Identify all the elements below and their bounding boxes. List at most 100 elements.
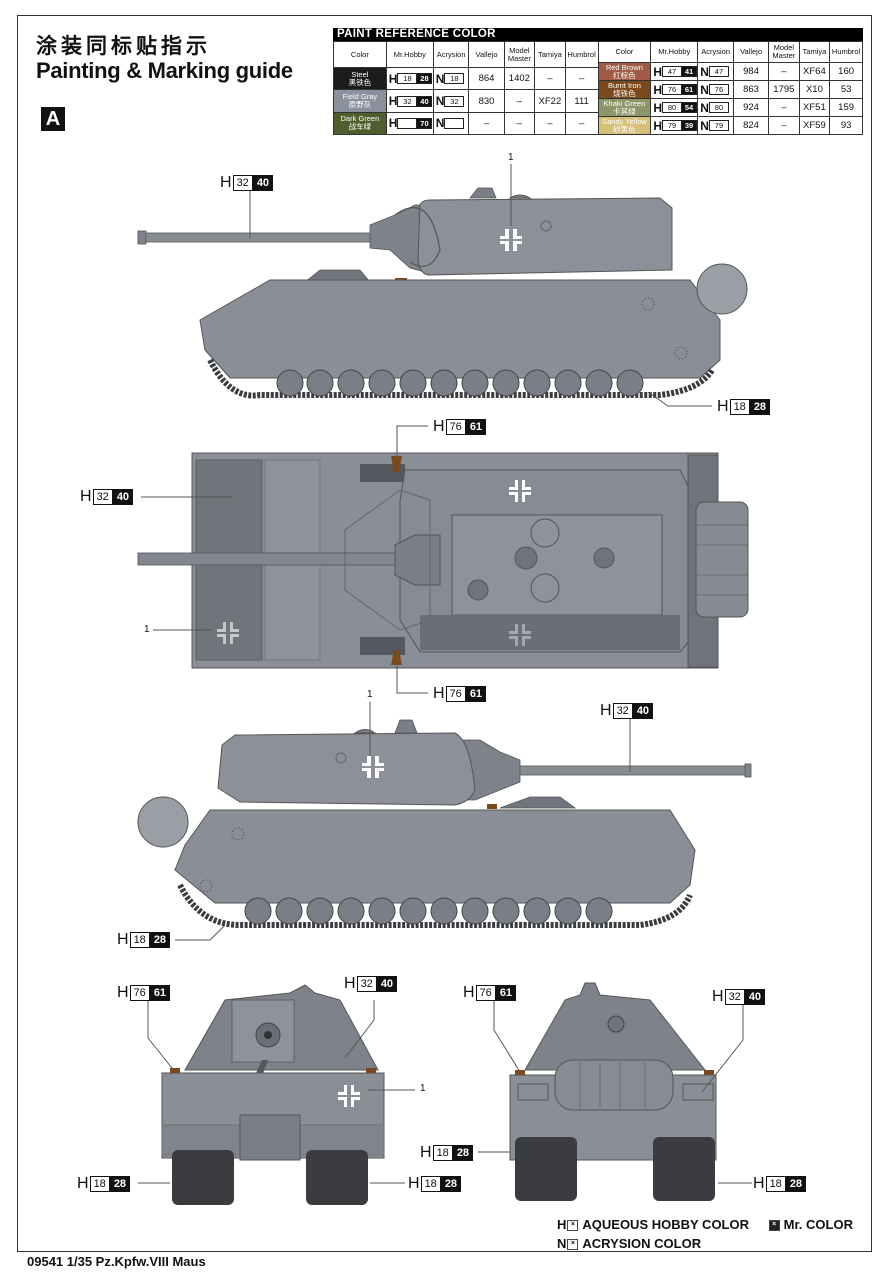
acrysion-code: 47 — [708, 66, 729, 77]
color-name: Dark Green — [340, 114, 380, 124]
color-name-cn: 原野灰 — [348, 100, 372, 109]
legend-acrysion: ACRYSION COLOR — [582, 1236, 702, 1251]
color-name: Red Brown — [605, 62, 643, 72]
h-prefix: H — [220, 174, 232, 191]
mr-color-code: 54 — [680, 102, 697, 113]
acrysion-code — [444, 117, 465, 129]
color-name-cn: 砂黄色 — [613, 124, 636, 134]
h-prefix: H — [117, 984, 129, 1001]
side-view-right-illustration — [137, 702, 752, 941]
col-humbrol: Humbrol — [564, 40, 599, 69]
col-humbrol: Humbrol — [829, 41, 863, 63]
title-chinese: 涂装同标贴指示 — [36, 34, 211, 58]
mr-color-code: 40 — [252, 175, 274, 191]
acrysion-code: 80 — [708, 102, 729, 113]
col-model-master: Model Master — [503, 40, 536, 69]
callout-front-track-right: H 18 28 — [408, 1175, 462, 1193]
acrysion-code: 79 — [708, 120, 729, 131]
acrysion-code: 32 — [444, 95, 465, 107]
h-prefix: H — [117, 931, 129, 948]
humbrol-cell: 93 — [829, 116, 863, 135]
h-prefix: H — [344, 975, 356, 992]
top-view-illustration — [137, 425, 749, 694]
h-prefix: H — [80, 488, 92, 505]
h-prefix: H — [717, 398, 729, 415]
humbrol-cell: – — [564, 111, 599, 136]
mr-color-code: 70 — [416, 117, 433, 129]
balkenkreuz-marking — [362, 756, 384, 778]
paint-reference-title: PAINT REFERENCE COLOR — [333, 28, 863, 41]
color-name: Sandy Yellow — [602, 116, 647, 126]
aqueous-code: 18 — [765, 1176, 786, 1192]
callout-side2-track: H 18 28 — [117, 931, 171, 949]
color-name-cn: 卡其绿 — [613, 106, 636, 116]
mr-color-code: 40 — [416, 95, 433, 107]
scheme-badge: A — [41, 107, 65, 131]
mr-color-code: 40 — [632, 703, 654, 719]
color-name-cn: 红棕色 — [613, 70, 636, 80]
aqueous-code: 18 — [432, 1145, 453, 1161]
mr-color-code: 40 — [112, 489, 134, 505]
aqueous-code: 18 — [129, 932, 150, 948]
h-prefix: H — [420, 1144, 432, 1161]
mr-color-code: 28 — [749, 399, 771, 415]
aqueous-code: 76 — [475, 985, 496, 1001]
mr-color-code: 28 — [785, 1176, 807, 1192]
callout-front-track-left: H 18 28 — [77, 1175, 131, 1193]
balkenkreuz-marking — [509, 480, 531, 502]
h-prefix: H — [712, 988, 724, 1005]
aqueous-code: 32 — [92, 489, 113, 505]
vallejo-cell: – — [468, 111, 505, 136]
balkenkreuz-marking — [217, 622, 239, 644]
marking-number: 1 — [367, 689, 373, 700]
marking-number: 1 — [508, 152, 514, 163]
legend-mr-color: Mr. COLOR — [783, 1217, 853, 1232]
acrysion-cell: N — [432, 111, 470, 136]
balkenkreuz-marking — [509, 624, 531, 646]
callout-rear-lamp: H 76 61 — [463, 984, 517, 1002]
marking-number: 1 — [420, 1083, 426, 1094]
mr-color-code: 28 — [149, 932, 171, 948]
footer-product-label: 09541 1/35 Pz.Kpfw.VIII Maus — [27, 1254, 206, 1269]
h-prefix: H — [557, 1217, 567, 1232]
h-prefix: H — [753, 1175, 765, 1192]
mr-color-code: 61 — [465, 419, 487, 435]
aqueous-code: 76 — [129, 985, 150, 1001]
mr-color-code: 61 — [465, 686, 487, 702]
humbrol-cell: 53 — [829, 80, 863, 99]
color-name: Burnt Iron — [607, 80, 641, 90]
aqueous-code: 32 — [356, 976, 377, 992]
aqueous-box-icon: × — [567, 1220, 579, 1232]
aqueous-code: 76 — [445, 419, 466, 435]
aqueous-code: 18 — [729, 399, 750, 415]
col-acrysion: Acrysion — [432, 40, 470, 69]
acrysion-box-icon: × — [567, 1239, 579, 1251]
mr-color-code: 61 — [149, 985, 171, 1001]
paint-table-right: Color Mr.Hobby Acrysion Vallejo Model Ma… — [597, 41, 864, 135]
mr-color-code: 28 — [452, 1145, 474, 1161]
page-frame — [17, 15, 872, 1252]
callout-side1-track: H 18 28 — [717, 398, 771, 416]
vallejo-cell: 824 — [732, 116, 770, 135]
color-name-cn: 战车绿 — [348, 122, 372, 132]
mr-color-code: 28 — [440, 1176, 462, 1192]
